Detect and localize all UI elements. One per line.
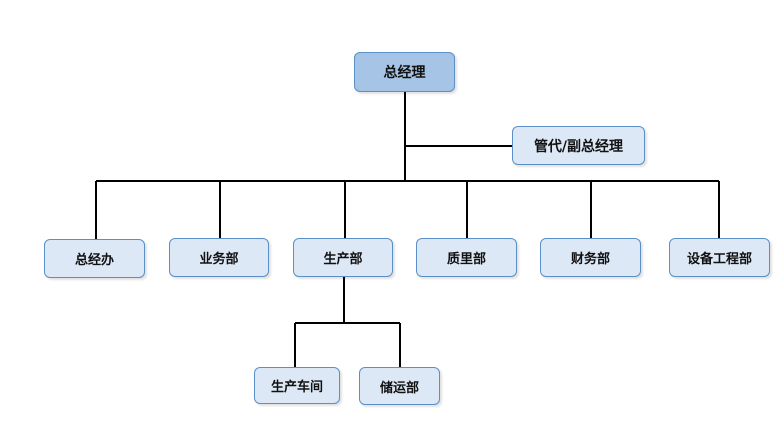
sub-label: 生产车间 <box>270 380 323 395</box>
ceo-label: 总经理 <box>383 65 426 81</box>
deputy-box: 管代/副总经理 <box>512 126 645 165</box>
dept-box-quality: 质里部 <box>416 238 517 277</box>
dept-label: 总经办 <box>74 253 114 268</box>
deputy-label: 管代/副总经理 <box>533 138 624 155</box>
sub-box-production-workshop: 生产车间 <box>254 367 340 404</box>
dept-box-business: 业务部 <box>169 238 269 277</box>
dept-label: 质里部 <box>446 252 486 267</box>
sub-label: 储运部 <box>379 380 419 396</box>
dept-box-general-office: 总经办 <box>44 239 145 278</box>
dept-box-production: 生产部 <box>293 238 393 277</box>
dept-label: 生产部 <box>323 252 363 267</box>
ceo-box: 总经理 <box>354 52 455 92</box>
dept-label: 财务部 <box>570 252 610 267</box>
sub-box-storage-transport: 储运部 <box>359 367 440 405</box>
dept-box-equipment-engineering: 设备工程部 <box>669 238 770 277</box>
dept-box-finance: 财务部 <box>540 238 641 277</box>
dept-label: 业务部 <box>199 252 239 267</box>
dept-label: 设备工程部 <box>686 252 752 267</box>
